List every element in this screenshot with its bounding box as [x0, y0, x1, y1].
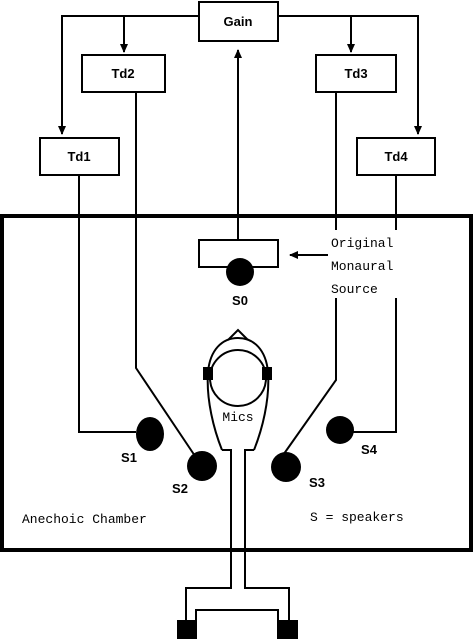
td3-block: Td3 [315, 54, 397, 93]
td1-block: Td1 [39, 137, 120, 176]
head-outline [206, 336, 270, 451]
td2-block: Td2 [81, 54, 166, 93]
s1-label: S1 [121, 450, 137, 465]
gain-to-td4-line [278, 15, 422, 135]
speaker-s4 [326, 416, 354, 444]
gain-to-td1-line [58, 15, 199, 135]
td1-label: Td1 [67, 149, 90, 164]
mic-cable-left [185, 449, 232, 622]
chamber-label: Anechoic Chamber [22, 512, 147, 527]
td4-label: Td4 [384, 149, 408, 164]
s4-label: S4 [361, 442, 378, 457]
gain-label: Gain [224, 14, 253, 29]
source-label-line3: Source [331, 282, 378, 297]
speaker-s0 [226, 258, 254, 286]
mic-left [203, 367, 213, 380]
output-plug-left [177, 620, 197, 639]
source-label-line1: Original [331, 236, 394, 251]
mic-right [262, 367, 272, 380]
td3-label: Td3 [344, 66, 367, 81]
td1-to-s1-line [78, 175, 136, 433]
td4-block: Td4 [356, 137, 436, 176]
source-label-background [329, 230, 415, 298]
anechoic-chamber-boundary [0, 214, 473, 552]
td2-to-s2-line [135, 92, 196, 457]
source-label-line2: Monaural [331, 259, 394, 274]
mics-label: Mics [222, 410, 253, 425]
gain-block: Gain [198, 1, 279, 42]
s3-label: S3 [309, 475, 325, 490]
s2-label: S2 [172, 481, 188, 496]
td3-to-s3-line [280, 92, 337, 459]
nose-marker [227, 328, 249, 341]
output-plug-right [277, 620, 298, 639]
legend-label: S = speakers [310, 510, 404, 525]
s0-label: S0 [232, 293, 248, 308]
dummy-head [203, 328, 272, 451]
speaker-s3 [271, 452, 301, 482]
speaker-s1 [136, 417, 164, 451]
output-connector-line [195, 609, 279, 639]
td4-to-s4-line [343, 175, 397, 433]
td2-label: Td2 [111, 66, 134, 81]
mic-cable-right [244, 449, 290, 622]
head-circle [209, 349, 267, 407]
speaker-s2 [187, 451, 217, 481]
